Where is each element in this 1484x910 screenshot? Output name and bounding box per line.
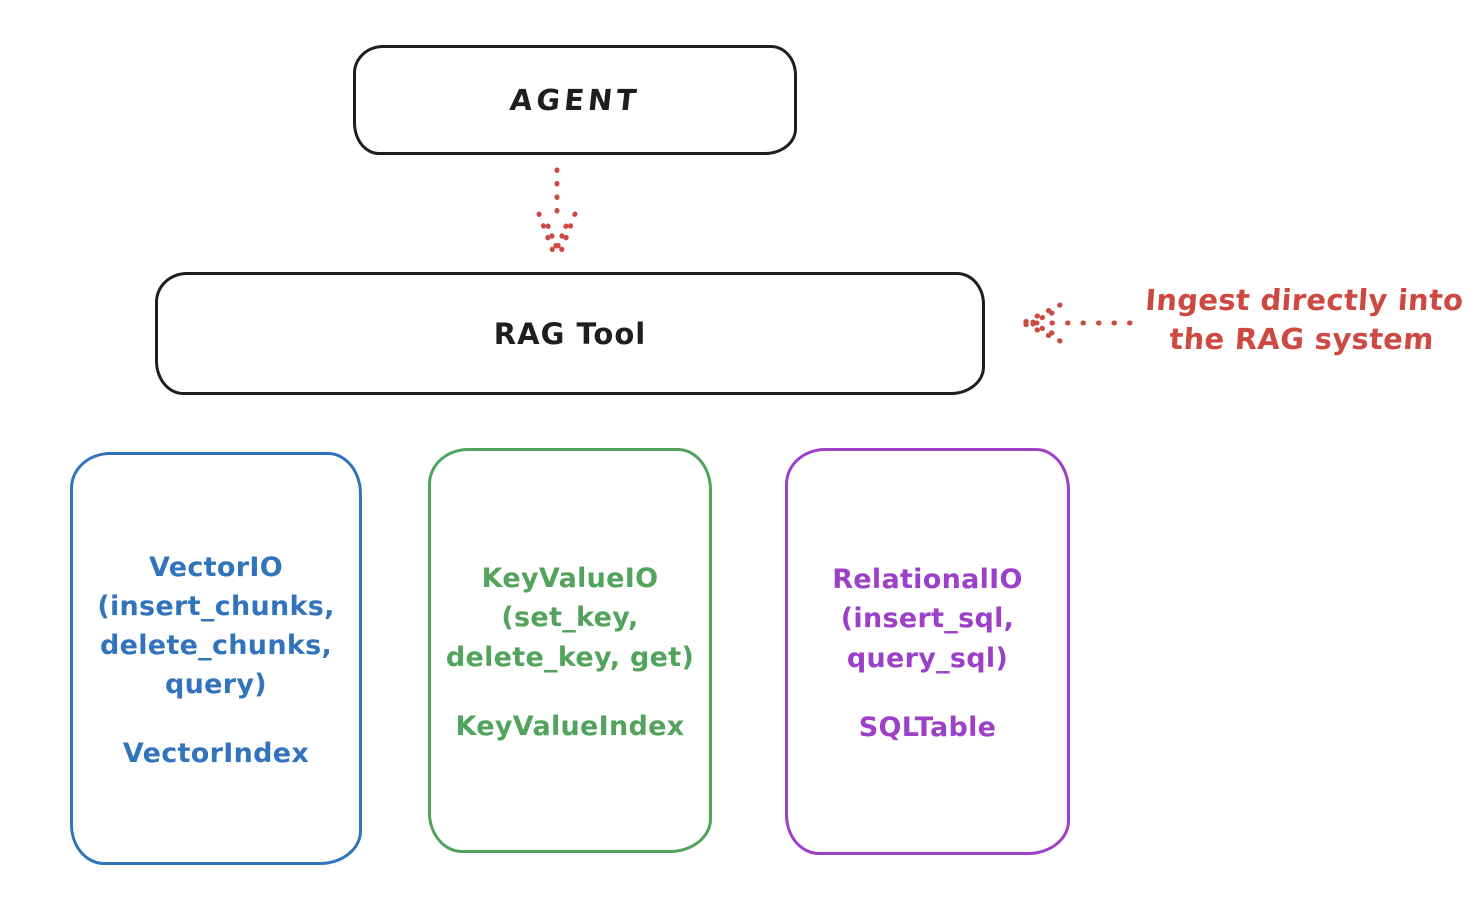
relational-io-node: RelationalIO (insert_sql, query_sql) SQL… [785, 448, 1070, 855]
agent-node: AGENT [353, 45, 797, 155]
keyvalue-io-methods: KeyValueIO (set_key, delete_key, get) [445, 563, 695, 673]
rag-tool-label: RAG Tool [493, 316, 647, 351]
keyvalue-io-node: KeyValueIO (set_key, delete_key, get) Ke… [428, 448, 712, 853]
agent-label: AGENT [508, 83, 642, 117]
rag-tool-node: RAG Tool [155, 272, 985, 395]
agent-to-ragtool-arrow-icon [536, 167, 578, 257]
relational-io-methods: RelationalIO (insert_sql, query_sql) [832, 564, 1023, 674]
vector-io-methods: VectorIO (insert_chunks, delete_chunks, … [97, 551, 335, 701]
keyvalue-index-label: KeyValueIndex [455, 710, 685, 742]
sql-table-label: SQLTable [858, 711, 997, 743]
ingest-annotation: Ingest directly into the RAG system [1144, 283, 1465, 357]
ingest-arrow-icon [1022, 302, 1133, 344]
vector-index-label: VectorIndex [122, 738, 310, 770]
vector-io-node: VectorIO (insert_chunks, delete_chunks, … [70, 452, 362, 865]
